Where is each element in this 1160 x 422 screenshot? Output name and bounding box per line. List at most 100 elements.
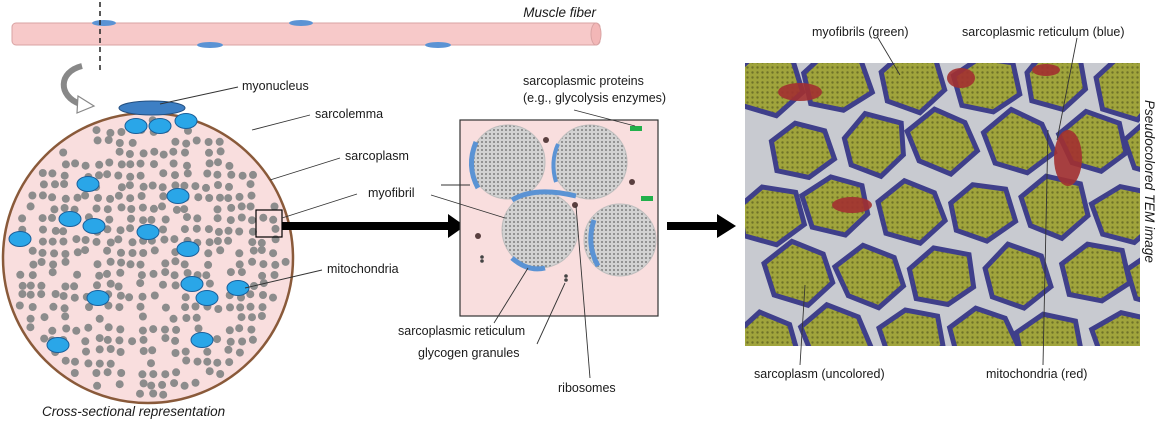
sr-arc	[510, 256, 546, 272]
myofibril-dot	[258, 271, 267, 280]
label-sarcoplasmic-proteins: sarcoplasmic proteins	[523, 74, 644, 88]
myofibril-dot	[248, 313, 256, 322]
myofibril-dot	[224, 236, 233, 245]
myofibril-dot	[37, 290, 46, 299]
caption-cross-section: Cross-sectional representation	[42, 404, 225, 419]
myofibril-dot	[103, 335, 112, 344]
myofibril-dot	[138, 292, 147, 301]
myofibril-dot	[259, 291, 267, 299]
myofibril-dot	[226, 268, 235, 277]
myofibril-dot	[204, 225, 213, 234]
myofibril-dot	[247, 325, 256, 334]
myofibril-dot	[116, 291, 125, 300]
mitochondrion	[58, 211, 82, 227]
myofibril-dot	[235, 260, 244, 269]
myofibril-dot	[181, 148, 189, 157]
myofibril-dot	[183, 269, 192, 277]
myofibril-dot	[51, 226, 60, 235]
myofibril-dot	[16, 270, 25, 279]
mitochondrion	[195, 290, 219, 306]
tem-myofibril-cell	[1018, 173, 1091, 242]
myofibril-dot	[204, 260, 213, 269]
arrow-to-zoom	[282, 214, 465, 238]
label-sarcolemma: sarcolemma	[315, 107, 383, 121]
myofibril-dot	[149, 269, 158, 278]
myofibril-dot	[106, 359, 115, 368]
myofibril-dot	[73, 248, 82, 257]
myofibril-dot	[136, 302, 145, 311]
ribosome	[564, 278, 568, 282]
myofibril-dot	[214, 158, 222, 167]
myofibril-dot	[235, 249, 244, 258]
label-tem-mitochondria: mitochondria (red)	[986, 367, 1087, 381]
label-tem-myofibrils: myofibrils (green)	[812, 25, 909, 39]
myofibril-dot	[73, 270, 82, 279]
tem-myofibril-cell	[745, 309, 799, 346]
myofibril-dot	[182, 356, 191, 365]
myofibril-dot	[104, 136, 113, 144]
myofibril-dot	[139, 182, 148, 191]
myofibril-dot	[149, 204, 158, 213]
tem-myofibril-cell	[904, 106, 981, 178]
myofibril-dot	[115, 139, 124, 147]
myofibril-dot	[81, 236, 90, 244]
myofibril-dot	[139, 149, 148, 158]
myofibril-dot	[60, 171, 69, 180]
myofibril-dot	[192, 313, 201, 322]
myofibril-dot	[147, 359, 155, 368]
myofibril-dot	[136, 260, 145, 269]
myofibril-dot	[161, 303, 170, 312]
myofibril-dot	[60, 304, 69, 313]
tem-myofibril-cell	[1013, 311, 1083, 346]
myofibril-dot	[171, 349, 180, 357]
myofibril-dot	[103, 170, 112, 179]
label-tem-sr: sarcoplasmic reticulum (blue)	[962, 25, 1125, 39]
myofibril-dot	[158, 380, 167, 389]
muscle-fiber	[11, 20, 602, 48]
myofibril-dot	[237, 213, 246, 222]
myofibril-dot	[114, 282, 123, 291]
myofibril-dot	[84, 323, 93, 332]
myofibril-dot	[227, 170, 236, 179]
myofibril-dot	[259, 260, 268, 269]
myofibril-dot	[93, 260, 102, 269]
myofibril-dot	[82, 347, 90, 356]
myofibril-dot	[116, 348, 125, 356]
myofibril-dot	[269, 215, 278, 224]
myofibril-dot	[126, 194, 135, 203]
myofibril-dot	[226, 337, 235, 346]
myofibril-dot	[70, 293, 79, 302]
myofibril-dot	[60, 180, 69, 188]
myofibril-dot	[85, 303, 93, 311]
myofibril-dot	[171, 336, 180, 345]
myofibril-dot	[95, 271, 104, 280]
myofibril-dot	[138, 370, 147, 379]
myofibril-dot	[103, 269, 111, 278]
myofibril-dot	[93, 281, 101, 290]
myofibril-dot	[92, 237, 101, 246]
myofibril-dot	[224, 194, 233, 203]
myofibril-dot	[15, 301, 24, 310]
myofibril-dot	[225, 358, 234, 367]
myofibril-dot	[170, 379, 179, 388]
myofibril-dot	[180, 181, 189, 190]
myofibril-dot	[213, 237, 222, 245]
myofibril-dot	[238, 337, 247, 346]
myofibril-dot	[216, 246, 225, 255]
label-sarcoplasmic-reticulum: sarcoplasmic reticulum	[398, 324, 525, 338]
tem-myofibril-cell	[800, 63, 876, 113]
myofibril-dot	[106, 345, 115, 353]
myofibril-dot	[161, 215, 170, 224]
myofibril-dot	[71, 159, 80, 168]
myofibril-dot	[116, 325, 125, 334]
myofibril-dot	[193, 214, 202, 223]
myofibril-dot	[246, 302, 255, 311]
myofibril-dot	[193, 357, 202, 366]
myofibril-dot	[259, 213, 268, 222]
myofibril-dot	[114, 235, 123, 244]
myofibril-dot	[117, 183, 126, 192]
tem-myofibril-cell	[768, 120, 838, 181]
myofibril-dot	[159, 390, 168, 399]
myofibril-dot	[95, 160, 104, 169]
